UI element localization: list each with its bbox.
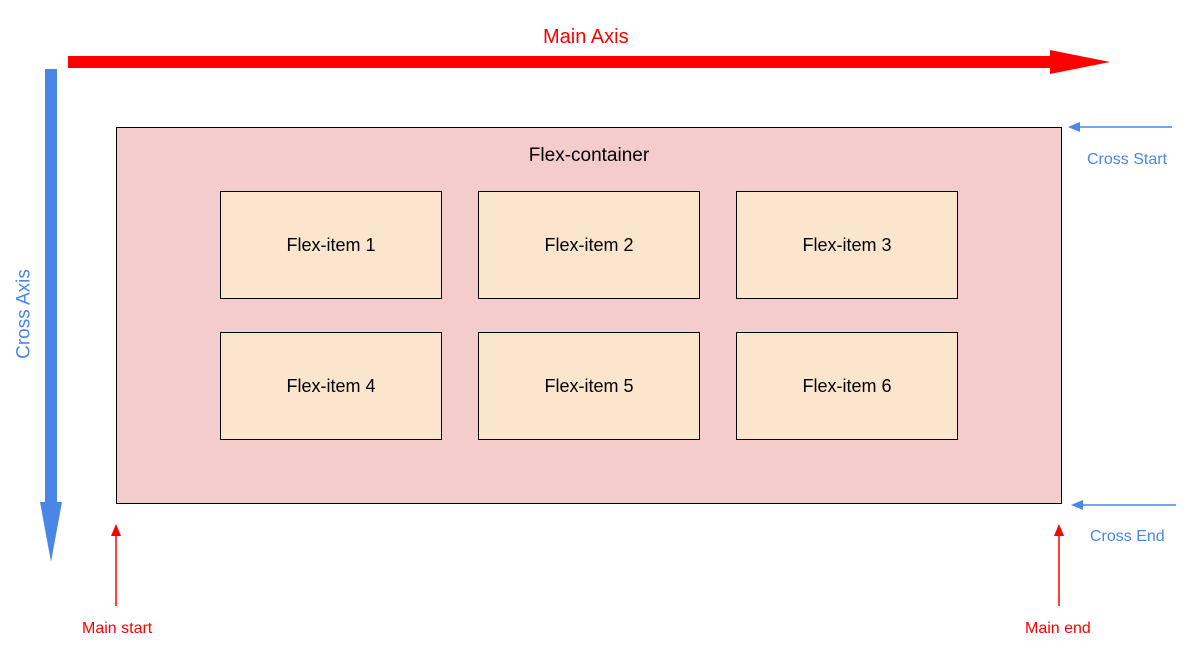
flex-item-label: Flex-item 5 bbox=[544, 375, 634, 396]
flex-item-3: Flex-item 3 bbox=[736, 191, 958, 299]
main-start-label: Main start bbox=[82, 620, 153, 637]
flex-item-5: Flex-item 5 bbox=[478, 332, 700, 440]
flex-container-label: Flex-container bbox=[528, 145, 650, 166]
main-start-arrow bbox=[111, 524, 121, 606]
cross-end-arrow bbox=[1071, 500, 1176, 510]
flex-item-label: Flex-item 2 bbox=[544, 234, 634, 255]
flex-item-label: Flex-item 1 bbox=[286, 234, 376, 255]
cross-start-label: Cross Start bbox=[1087, 151, 1168, 168]
flex-item-label: Flex-item 3 bbox=[802, 234, 892, 255]
main-end-label: Main end bbox=[1025, 620, 1091, 637]
cross-start-arrow bbox=[1068, 122, 1172, 132]
flex-item-4: Flex-item 4 bbox=[220, 332, 442, 440]
flex-item-6: Flex-item 6 bbox=[736, 332, 958, 440]
flex-item-label: Flex-item 6 bbox=[802, 375, 892, 396]
main-axis-label: Main Axis bbox=[543, 26, 629, 48]
flex-container: Flex-container Flex-item 1 Flex-item 2 F… bbox=[116, 127, 1062, 504]
cross-end-label: Cross End bbox=[1090, 528, 1165, 545]
flex-item-1: Flex-item 1 bbox=[220, 191, 442, 299]
cross-axis-arrow bbox=[40, 69, 62, 562]
flex-item-2: Flex-item 2 bbox=[478, 191, 700, 299]
main-end-arrow bbox=[1054, 524, 1064, 606]
cross-axis-label: Cross Axis bbox=[13, 269, 35, 359]
flex-item-label: Flex-item 4 bbox=[286, 375, 376, 396]
main-axis-arrow bbox=[68, 50, 1110, 74]
